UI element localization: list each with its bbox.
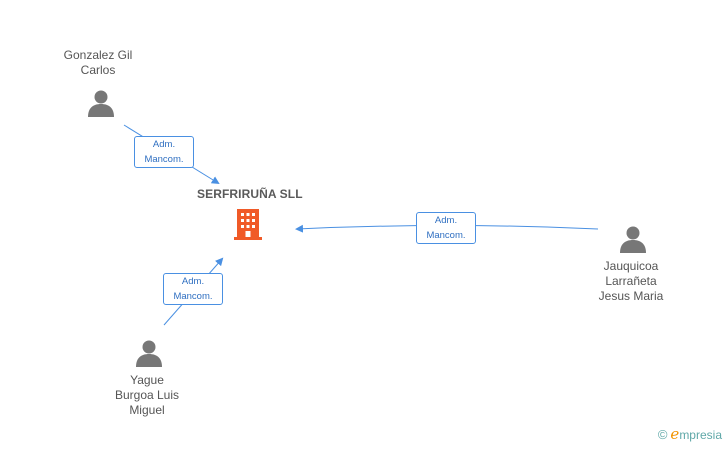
company-name[interactable]: SERFRIRUÑA SLL (197, 187, 303, 201)
person-name-jauquicoa[interactable]: Jauquicoa Larrañeta Jesus Maria (598, 259, 664, 303)
edge-label-gonzalez[interactable]: Adm. Mancom. (134, 136, 194, 168)
edge-label-jauquicoa[interactable]: Adm. Mancom. (416, 212, 476, 244)
copyright-symbol: © (657, 427, 668, 442)
brand-logo: ©empresia (658, 425, 722, 443)
brand-logo-letter: e (670, 425, 680, 443)
person-icon[interactable] (86, 88, 116, 118)
edge-label-yague[interactable]: Adm. Mancom. (163, 273, 223, 305)
person-icon[interactable] (618, 224, 648, 254)
person-name-gonzalez[interactable]: Gonzalez Gil Carlos (63, 48, 133, 77)
person-name-yague[interactable]: Yague Burgoa Luis Miguel (114, 373, 180, 417)
person-icon[interactable] (134, 338, 164, 368)
building-icon[interactable] (233, 207, 263, 241)
brand-logo-text: mpresia (679, 428, 722, 442)
